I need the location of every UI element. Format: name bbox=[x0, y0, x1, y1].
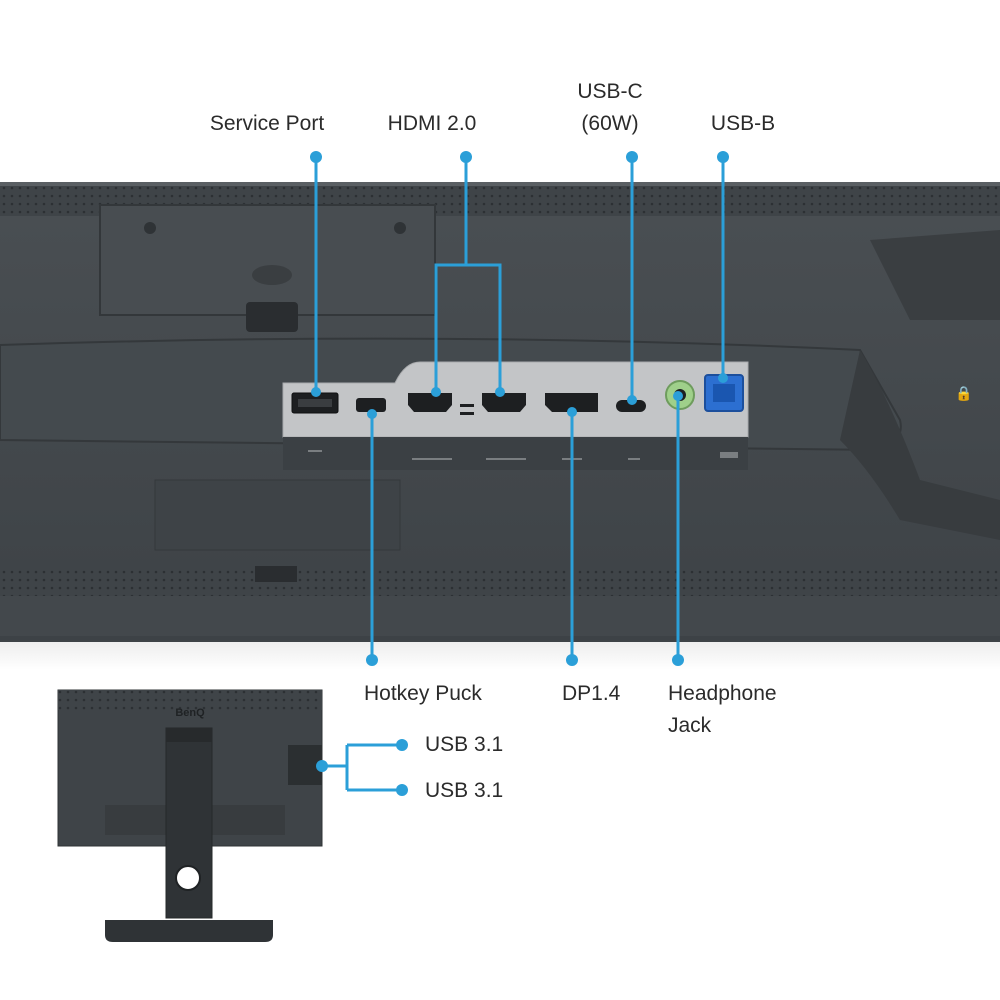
dot-headphone-start bbox=[673, 391, 683, 401]
dot-service-port-top bbox=[310, 151, 322, 163]
label-headphone-line2: Jack bbox=[668, 714, 712, 737]
dot-usb-c-end bbox=[627, 395, 637, 405]
dot-usb-b-end bbox=[718, 373, 728, 383]
label-hotkey-puck: Hotkey Puck bbox=[364, 682, 482, 705]
label-usb31-a: USB 3.1 bbox=[425, 733, 504, 756]
dot-usb-b-top bbox=[717, 151, 729, 163]
label-usb31-b: USB 3.1 bbox=[425, 779, 504, 802]
dot-hdmi-end-2 bbox=[495, 387, 505, 397]
inset-brand-logo: BenQ bbox=[175, 707, 205, 719]
inset-vent-grille bbox=[58, 690, 322, 710]
label-hdmi: HDMI 2.0 bbox=[387, 112, 477, 135]
callout-line-hdmi bbox=[434, 157, 502, 392]
label-usb-c-line1: USB-C bbox=[577, 80, 643, 103]
lock-icon: 🔒 bbox=[955, 385, 972, 402]
stand-latch bbox=[246, 302, 298, 332]
hotkey-puck-port bbox=[356, 398, 386, 412]
mount-screw bbox=[394, 222, 406, 234]
dot-headphone-end bbox=[672, 654, 684, 666]
label-headphone-line1: Headphone bbox=[668, 682, 777, 705]
dot-usb31-b bbox=[396, 784, 408, 796]
callout-lines bbox=[314, 157, 725, 660]
displayport-port bbox=[545, 393, 598, 412]
dot-service-port-end bbox=[311, 387, 321, 397]
hdmi-port-2 bbox=[482, 393, 526, 412]
vesa-mount-plate bbox=[99, 204, 436, 316]
callout-dots bbox=[310, 151, 729, 666]
dot-hdmi-top bbox=[460, 151, 472, 163]
inset-cable-hole bbox=[175, 865, 201, 891]
dot-dp-start bbox=[567, 407, 577, 417]
inset-stand-top bbox=[166, 728, 212, 742]
dot-usb-c-top bbox=[626, 151, 638, 163]
callout-line-usb31 bbox=[322, 743, 400, 792]
mount-screw bbox=[144, 222, 156, 234]
cable-slot bbox=[255, 566, 297, 582]
inset-stand-base bbox=[105, 920, 273, 942]
usb-c-port bbox=[616, 400, 646, 412]
hdmi-port-1 bbox=[408, 393, 452, 412]
label-usb-b: USB-B bbox=[710, 112, 776, 135]
bottom-vent-grille bbox=[0, 566, 1000, 596]
dot-hotkey-puck-end bbox=[366, 654, 378, 666]
inset-monitor-rear: BenQ bbox=[57, 689, 323, 942]
dot-usb31-a bbox=[396, 739, 408, 751]
label-usb-c-line2: (60W) bbox=[581, 112, 639, 135]
dot-hotkey-puck-start bbox=[367, 409, 377, 419]
dot-dp-end bbox=[566, 654, 578, 666]
label-service-port: Service Port bbox=[209, 112, 325, 135]
mount-hole bbox=[252, 265, 292, 285]
label-dp: DP1.4 bbox=[562, 682, 621, 705]
dot-usb31-source bbox=[316, 760, 328, 772]
dot-hdmi-end-1 bbox=[431, 387, 441, 397]
lower-panel bbox=[154, 479, 401, 551]
